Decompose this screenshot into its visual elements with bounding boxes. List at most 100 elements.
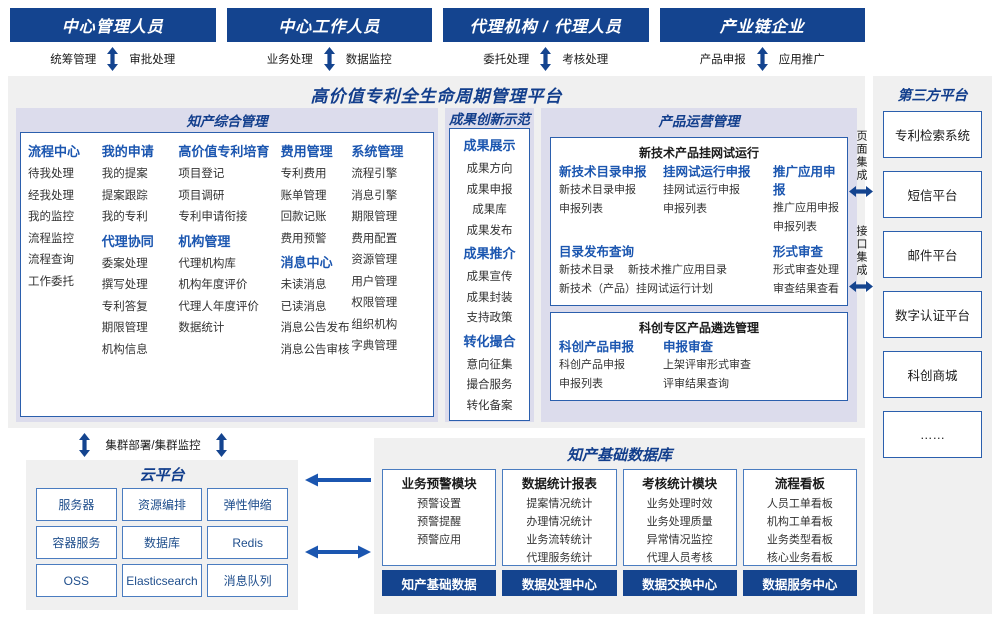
group-head[interactable]: 新技术目录申报 <box>559 165 647 179</box>
menu-item[interactable]: 我的提案 <box>101 168 148 180</box>
db-footer-processing-center[interactable]: 数据处理中心 <box>502 570 617 596</box>
menu-item[interactable]: 科创产品申报 <box>559 359 625 371</box>
menu-item[interactable]: 评审结果查询 <box>663 378 729 390</box>
db-card-item[interactable]: 业务类型看板 <box>766 534 833 546</box>
role-title-enterprise[interactable]: 产业链企业 <box>659 8 865 42</box>
group-head[interactable]: 消息中心 <box>280 255 333 270</box>
third-party-item-digital-cert[interactable]: 数字认证平台 <box>883 291 982 338</box>
menu-item[interactable]: 挂网试运行申报 <box>663 184 740 196</box>
menu-item[interactable]: 我的专利 <box>101 211 148 223</box>
cloud-item-container[interactable]: 容器服务 <box>36 526 117 559</box>
cloud-item-orchestration[interactable]: 资源编排 <box>121 488 203 521</box>
group-head[interactable]: 机构管理 <box>178 233 231 249</box>
menu-item[interactable]: 撮合服务 <box>466 379 513 391</box>
menu-item[interactable]: 经我处理 <box>28 189 74 202</box>
menu-item[interactable]: 专利申请衔接 <box>178 211 248 223</box>
cloud-item-elasticsearch[interactable]: Elasticsearch <box>121 564 203 597</box>
menu-item[interactable]: 转化备案 <box>466 399 513 412</box>
menu-item[interactable]: 新技术（产品）挂网试运行计划 <box>559 283 713 295</box>
db-card-item[interactable]: 业务处理质量 <box>646 516 713 528</box>
menu-item[interactable]: 成果宣传 <box>466 271 513 283</box>
menu-item[interactable]: 机构信息 <box>101 343 148 356</box>
group-head[interactable]: 科创产品申报 <box>559 340 635 354</box>
db-card-item[interactable]: 提案情况统计 <box>526 498 593 510</box>
menu-item[interactable]: 字典管理 <box>351 340 398 352</box>
db-card-item[interactable]: 人员工单看板 <box>766 498 833 510</box>
menu-item[interactable]: 提案跟踪 <box>101 189 148 202</box>
group-head[interactable]: 推广应用申报 <box>773 165 836 197</box>
menu-item[interactable]: 机构年度评价 <box>178 279 248 291</box>
third-party-item-more[interactable]: …… <box>883 411 982 458</box>
menu-item[interactable]: 代理机构库 <box>178 257 236 270</box>
menu-item[interactable]: 委案处理 <box>101 257 148 270</box>
menu-item[interactable]: 成果发布 <box>466 224 513 237</box>
menu-item[interactable]: 工作委托 <box>28 275 74 288</box>
group-head[interactable]: 目录发布查询 <box>559 245 635 259</box>
group-head[interactable]: 成果展示 <box>463 138 516 153</box>
cloud-item-message-queue[interactable]: 消息队列 <box>207 564 288 597</box>
menu-item[interactable]: 专利答复 <box>101 300 148 313</box>
group-head[interactable]: 代理协同 <box>101 233 154 249</box>
role-title-center-staff[interactable]: 中心工作人员 <box>226 8 432 42</box>
menu-item[interactable]: 组织机构 <box>351 318 398 331</box>
menu-item[interactable]: 成果方向 <box>466 163 513 175</box>
menu-item[interactable]: 消息公告审核 <box>280 343 350 356</box>
menu-item[interactable]: 权限管理 <box>351 297 398 309</box>
db-card-item[interactable]: 代理人员考核 <box>646 552 713 564</box>
group-head[interactable]: 转化撮合 <box>463 333 516 349</box>
db-card-item[interactable]: 异常情况监控 <box>646 534 713 546</box>
role-title-agency[interactable]: 代理机构 / 代理人员 <box>443 8 649 42</box>
db-card-item[interactable]: 业务处理时效 <box>646 498 713 510</box>
db-footer-service-center[interactable]: 数据服务中心 <box>742 570 857 596</box>
group-head[interactable]: 我的申请 <box>101 144 154 159</box>
group-head[interactable]: 高价值专利培育 <box>178 144 270 159</box>
db-footer-exchange-center[interactable]: 数据交换中心 <box>622 570 737 596</box>
menu-item[interactable]: 用户管理 <box>351 275 398 288</box>
menu-item[interactable]: 新技术目录申报 <box>559 184 636 196</box>
group-head[interactable]: 挂网试运行申报 <box>663 165 751 179</box>
group-head[interactable]: 费用管理 <box>280 144 333 159</box>
menu-item[interactable]: 消息引擎 <box>351 189 398 202</box>
menu-item[interactable]: 流程监控 <box>28 232 74 245</box>
cloud-item-redis[interactable]: Redis <box>207 526 288 559</box>
menu-item[interactable]: 项目登记 <box>178 168 225 180</box>
menu-item[interactable]: 专利费用 <box>280 168 327 180</box>
db-card-item[interactable]: 预警设置 <box>417 498 462 510</box>
menu-item[interactable]: 账单管理 <box>280 189 327 202</box>
third-party-item-email[interactable]: 邮件平台 <box>883 231 982 278</box>
menu-item[interactable]: 费用配置 <box>351 232 398 245</box>
menu-item[interactable]: 审查结果查看 <box>773 283 839 295</box>
third-party-item-sci-mall[interactable]: 科创商城 <box>883 351 982 398</box>
db-card-item[interactable]: 预警应用 <box>417 534 462 546</box>
third-party-item-sms[interactable]: 短信平台 <box>883 171 982 218</box>
menu-item[interactable]: 费用预警 <box>280 232 327 245</box>
menu-item[interactable]: 成果库 <box>472 204 507 216</box>
db-card-item[interactable]: 核心业务看板 <box>766 552 833 564</box>
menu-item[interactable]: 申报列表 <box>773 221 817 233</box>
db-card-item[interactable]: 预警提醒 <box>417 516 462 528</box>
menu-item[interactable]: 待我处理 <box>28 168 74 180</box>
menu-item[interactable]: 新技术目录 <box>559 264 614 276</box>
third-party-item-patent-search[interactable]: 专利检索系统 <box>883 111 982 158</box>
menu-item[interactable]: 流程引擎 <box>351 168 398 180</box>
menu-item[interactable]: 我的监控 <box>28 211 74 223</box>
menu-item[interactable]: 代理人年度评价 <box>178 300 259 313</box>
group-head[interactable]: 流程中心 <box>28 144 81 159</box>
group-head[interactable]: 申报审查 <box>663 340 714 354</box>
menu-item[interactable]: 资源管理 <box>351 254 398 266</box>
cloud-item-database[interactable]: 数据库 <box>121 526 203 559</box>
menu-item[interactable]: 期限管理 <box>101 322 148 334</box>
menu-item[interactable]: 新技术推广应用目录 <box>628 264 727 276</box>
cloud-item-oss[interactable]: OSS <box>36 564 117 597</box>
cloud-item-autoscaling[interactable]: 弹性伸缩 <box>207 488 288 521</box>
group-head[interactable]: 成果推介 <box>463 246 516 261</box>
menu-item[interactable]: 消息公告发布 <box>280 322 350 334</box>
menu-item[interactable]: 撰写处理 <box>101 279 148 291</box>
cloud-item-server[interactable]: 服务器 <box>36 488 117 521</box>
menu-item[interactable]: 数据统计 <box>178 322 225 334</box>
menu-item[interactable]: 已读消息 <box>280 300 327 313</box>
menu-item[interactable]: 意向征集 <box>466 358 513 371</box>
menu-item[interactable]: 流程查询 <box>28 254 74 266</box>
menu-item[interactable]: 成果封装 <box>466 291 513 304</box>
db-card-item[interactable]: 业务流转统计 <box>526 534 593 546</box>
